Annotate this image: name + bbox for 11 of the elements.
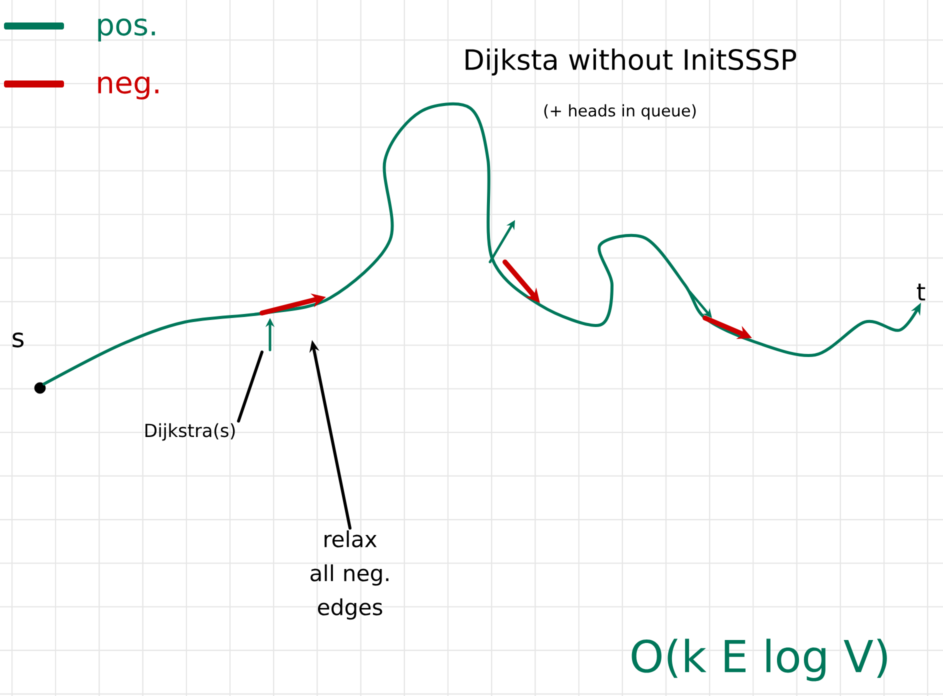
step-label: relax all neg. edges bbox=[310, 530, 388, 620]
heading-text: Dijksta without InitSSSP bbox=[466, 48, 796, 76]
complexity-text: O(k E log V) bbox=[632, 638, 887, 682]
note-text: (+ heads in queue) bbox=[544, 104, 696, 120]
step-label: Dijkstra(s) bbox=[146, 423, 235, 441]
point-label: s bbox=[12, 332, 24, 348]
legend-label: pos. bbox=[98, 18, 155, 42]
legend-label: neg. bbox=[98, 76, 158, 100]
path-arrow bbox=[42, 102, 921, 386]
end-label: t bbox=[916, 284, 926, 300]
start-dot bbox=[34, 382, 46, 394]
